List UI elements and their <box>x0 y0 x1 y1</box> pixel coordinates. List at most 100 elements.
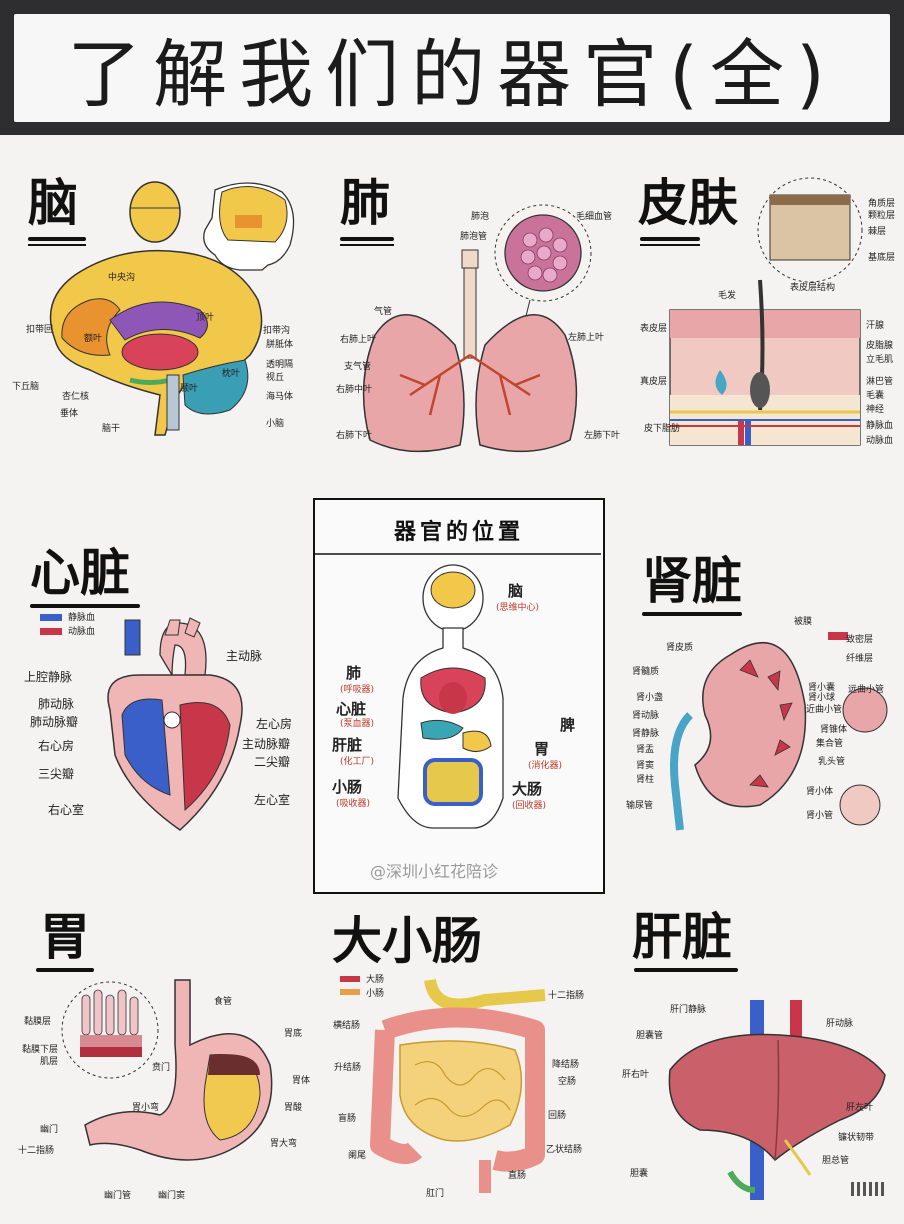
watermark: @深圳小红花陪诊 <box>370 862 499 881</box>
kidney-label-17: 肾小管 <box>806 811 834 821</box>
lung-label-7: 右肺下叶 <box>336 431 373 441</box>
header-bar: 了解我们的器官(全) <box>0 0 904 135</box>
brain-label-1: 扣带回 <box>26 325 54 335</box>
organ-note-2: (泵血器) <box>340 719 375 729</box>
intestine-illustration <box>370 978 546 1193</box>
brain-title: 脑 <box>28 174 78 232</box>
organ-name-6: 胃 <box>534 740 550 758</box>
lung-label-8: 左肺上叶 <box>568 333 605 343</box>
brain-label-6: 顶叶 <box>196 313 215 323</box>
brain-label-8: 枕叶 <box>222 369 241 379</box>
brain-label-2: 下丘脑 <box>12 382 40 392</box>
heart-label-5: 三尖瓣 <box>38 767 75 781</box>
intestine-label-1: 横结肠 <box>333 1021 361 1031</box>
skin-label-6: 表皮层 <box>640 324 668 334</box>
lung-label-6: 右肺中叶 <box>336 385 373 395</box>
brain-label-11: 胼胝体 <box>266 340 294 350</box>
kidney-label-12: 远曲小管 <box>848 685 885 695</box>
organ-name-5: 脾 <box>560 716 576 734</box>
organ-note-1: (呼吸器) <box>340 685 375 695</box>
kidney-label-4: 肾静脉 <box>632 729 660 739</box>
skin-label-9: 汗腺 <box>866 321 885 331</box>
organ-note-0: (思维中心) <box>496 603 540 613</box>
header-card: 了解我们的器官(全) <box>14 14 890 122</box>
organ-name-4: 小肠 <box>332 778 363 796</box>
kidney-label-14: 集合管 <box>816 739 844 749</box>
lung-label-2: 肺泡管 <box>460 232 488 242</box>
skin-underline-2 <box>640 244 700 246</box>
liver-title: 肝脏 <box>632 908 732 966</box>
intestine-legend-0: 大肠 <box>366 975 385 985</box>
skin-label-8: 皮下脂肪 <box>644 424 681 434</box>
stomach-label-4: 胃底 <box>284 1029 303 1039</box>
stomach-label-3: 食管 <box>214 997 233 1007</box>
intestine-label-4: 空肠 <box>558 1077 577 1087</box>
kidney-label-13: 肾锥体 <box>820 725 848 735</box>
kidney-label-18: 被膜 <box>794 617 813 627</box>
skin-underline <box>640 237 700 241</box>
heart-label-7: 左心房 <box>256 717 293 731</box>
skin-label-12: 淋巴管 <box>866 377 894 387</box>
kidney-label-16: 肾小体 <box>806 787 834 797</box>
lung-underline-2 <box>340 244 394 246</box>
lung-label-9: 左肺下叶 <box>584 431 621 441</box>
heart-label-6: 右心室 <box>48 803 85 817</box>
stomach-title: 胃 <box>40 908 90 966</box>
intestine-title: 大小肠 <box>332 912 482 970</box>
kidney-label-5: 肾盂 <box>636 745 655 755</box>
kidney-label-15: 乳头管 <box>818 757 846 767</box>
brain-underline <box>28 237 86 241</box>
body-illustration <box>313 553 601 829</box>
intestine-label-6: 回肠 <box>548 1111 567 1121</box>
stomach-label-5: 贲门 <box>152 1063 171 1073</box>
stomach-label-10: 十二指肠 <box>18 1146 55 1156</box>
kidney-label-7: 肾柱 <box>636 775 655 785</box>
organ-name-3: 肝脏 <box>332 736 363 754</box>
skin-label-4: 表皮层结构 <box>790 283 836 293</box>
stomach-label-1: 黏膜下层 <box>22 1045 59 1055</box>
kidney-label-11: 近曲小管 <box>806 705 843 715</box>
brain-label-3: 杏仁核 <box>62 392 90 402</box>
heart-label-8: 主动脉瓣 <box>242 737 291 751</box>
lung-label-0: 肺泡 <box>471 212 490 222</box>
stomach-label-7: 胃小弯 <box>132 1103 160 1113</box>
brain-label-15: 小脑 <box>266 419 285 429</box>
stomach-label-11: 胃大弯 <box>270 1139 298 1149</box>
intestine-label-7: 阑尾 <box>348 1151 367 1161</box>
intestine-label-9: 直肠 <box>508 1171 527 1181</box>
brain-label-12: 透明隔 <box>266 360 294 370</box>
brain-label-10: 扣带沟 <box>263 326 291 336</box>
kidney-label-10: 肾小球 <box>808 693 836 703</box>
lung-label-3: 气管 <box>374 307 393 317</box>
stomach-label-0: 黏膜层 <box>24 1017 52 1027</box>
intestine-label-3: 降结肠 <box>552 1060 580 1070</box>
organ-name-7: 大肠 <box>512 780 543 798</box>
intestine-legend-1: 小肠 <box>366 989 385 999</box>
page-title: 了解我们的器官(全) <box>67 31 837 118</box>
brain-label-5: 脑干 <box>102 424 121 434</box>
kidney-title: 肾脏 <box>642 552 742 610</box>
organ-position-title: 器官的位置 <box>393 520 524 545</box>
intestine-legend-swatches <box>340 976 360 995</box>
liver-label-2: 胆囊管 <box>636 1031 664 1041</box>
liver-label-4: 肝左叶 <box>846 1103 874 1113</box>
kidney-label-2: 肾小盏 <box>636 693 664 703</box>
skin-label-11: 立毛肌 <box>866 355 894 365</box>
skin-label-16: 动脉血 <box>866 436 894 446</box>
brain-label-13: 视丘 <box>266 373 285 383</box>
stomach-label-6: 胃体 <box>292 1076 311 1086</box>
stomach-label-2: 肌层 <box>40 1057 59 1067</box>
heart-label-3: 肺动脉瓣 <box>30 715 79 729</box>
brain-illustration <box>49 181 295 436</box>
skin-label-15: 静脉血 <box>866 421 894 431</box>
intestine-label-2: 升结肠 <box>334 1063 362 1073</box>
skin-label-14: 神经 <box>866 405 885 415</box>
kidney-label-0: 肾皮质 <box>666 643 694 653</box>
brain-underline-2 <box>28 244 86 246</box>
liver-label-5: 镰状韧带 <box>838 1133 875 1143</box>
lung-label-1: 毛细血管 <box>576 212 613 222</box>
kidney-label-9: 肾小囊 <box>808 683 836 693</box>
organ-name-0: 脑 <box>508 582 524 600</box>
kidney-label-3: 肾动脉 <box>632 711 660 721</box>
organ-note-3: (化工厂) <box>340 757 375 767</box>
